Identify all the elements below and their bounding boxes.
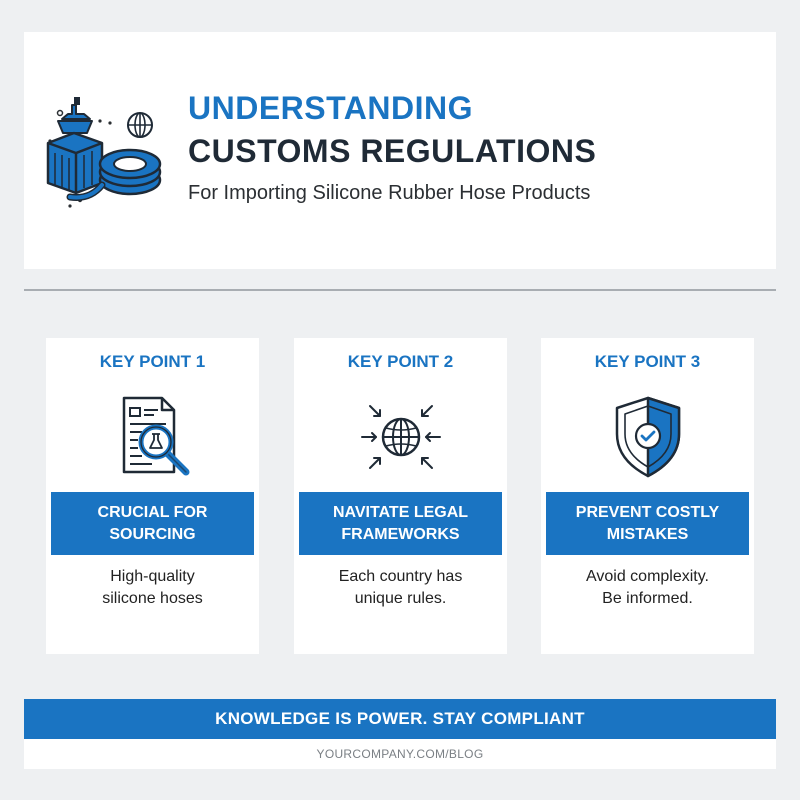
key-point-label: KEY POINT 3: [594, 352, 701, 371]
document-magnifier-icon: [122, 396, 189, 476]
key-point-headline: CRUCIAL FOR SOURCING: [51, 492, 254, 555]
ship-container-hose-globe-icon: [46, 97, 162, 208]
key-point-card-2: KEY POINT 2 NAVITATE LEGAL FRAMEWORKS Ea…: [294, 338, 507, 654]
key-point-description: Each country has unique rules.: [338, 568, 463, 607]
shield-check-icon: [615, 396, 680, 478]
key-point-headline: NAVITATE LEGAL FRAMEWORKS: [299, 492, 502, 555]
footer-tagline: KNOWLEDGE IS POWER. STAY COMPLIANT: [24, 699, 776, 739]
key-point-headline: PREVENT COSTLY MISTAKES: [546, 492, 749, 555]
divider: [24, 289, 776, 291]
globe-arrows-icon: [360, 405, 441, 469]
key-point-description: High-quality silicone hoses: [102, 568, 203, 607]
subtitle: For Importing Silicone Rubber Hose Produ…: [188, 182, 591, 204]
key-point-label: KEY POINT 1: [99, 352, 206, 371]
header-card: [24, 32, 776, 269]
key-point-description: Avoid complexity. Be informed.: [585, 568, 709, 607]
title-line-1: UNDERSTANDING: [188, 90, 474, 126]
key-point-card-3: KEY POINT 3 PREVENT COSTLY MISTAKES Avoi…: [541, 338, 754, 654]
title-line-2: CUSTOMS REGULATIONS: [188, 133, 597, 169]
key-point-label: KEY POINT 2: [347, 352, 454, 371]
footer-url[interactable]: YOURCOMPANY.COM/BLOG: [24, 739, 776, 769]
key-point-card-1: KEY POINT 1 CRUCIAL FOR SOURCING High-qu…: [46, 338, 259, 654]
